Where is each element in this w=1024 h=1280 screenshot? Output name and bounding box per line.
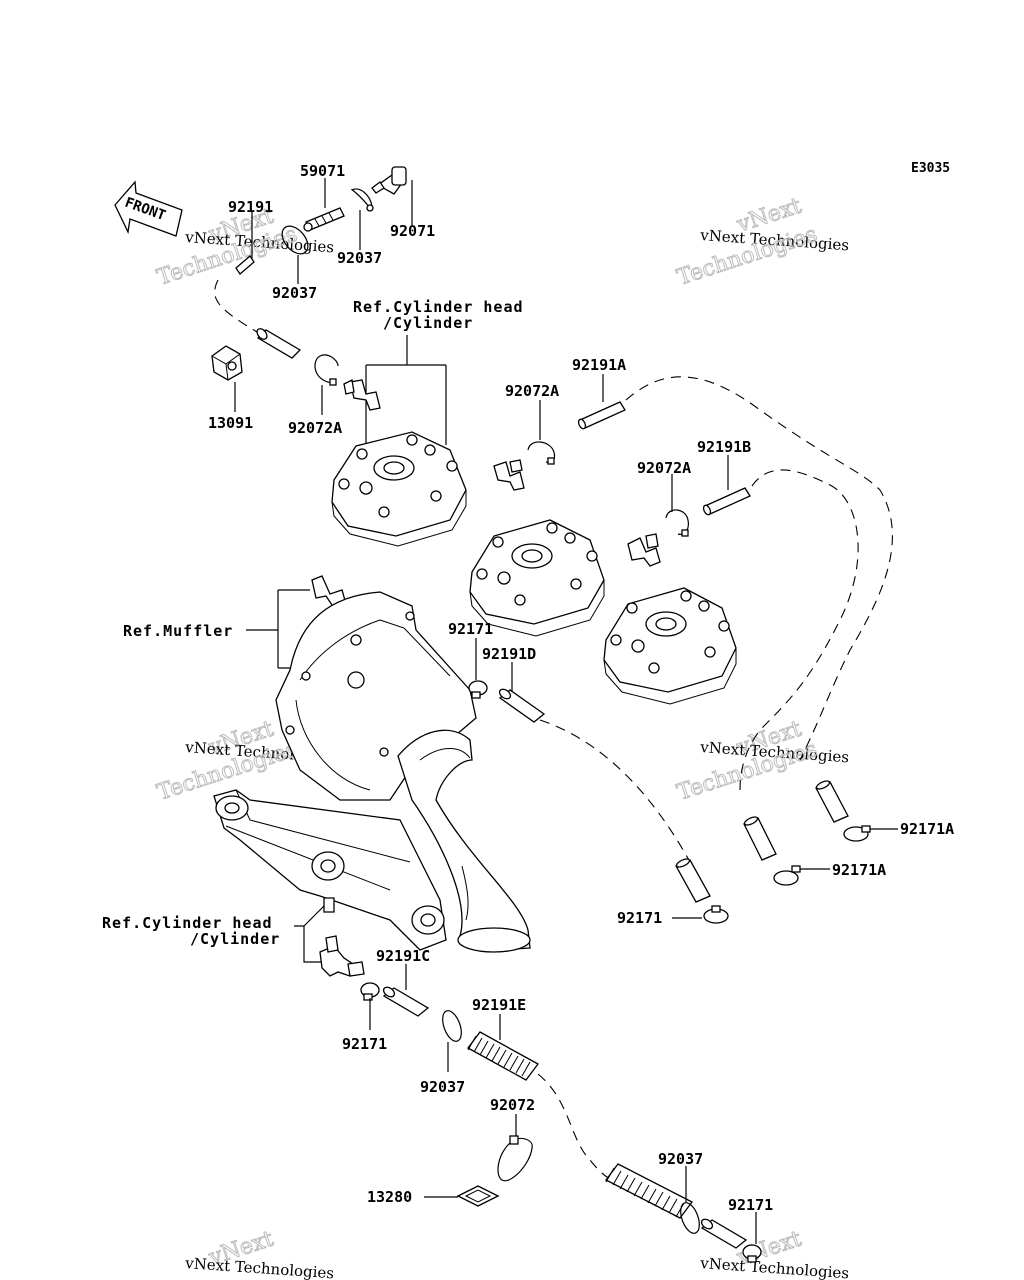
clamp-92171-center	[468, 680, 488, 699]
hose-segment-bottom-right	[700, 1218, 748, 1249]
fitting-92071	[371, 166, 407, 195]
clip-92037-bottom-a	[442, 1010, 462, 1042]
label-92171-c: 92171	[342, 1035, 387, 1053]
mount-13280	[456, 1185, 500, 1207]
watermark-bottom-left: vNext vNext Technologies	[184, 1226, 335, 1280]
label-92171-a: 92171	[448, 620, 493, 638]
exhaust-manifold	[213, 789, 447, 951]
rubber-block-13091	[211, 345, 243, 381]
clamp-92171A-upper	[843, 825, 871, 842]
hose-92191B	[702, 487, 751, 516]
clamp-92171-bottom-right	[742, 1244, 762, 1263]
label-92171-b: 92171	[617, 909, 662, 927]
watermark-top-right: vNext vNext Technologies Technologies	[674, 193, 850, 291]
hose-92191A	[577, 401, 626, 430]
label-92037-a: 92037	[337, 249, 382, 267]
label-92191C: 92191C	[376, 947, 430, 965]
clip-92072A-center	[527, 441, 556, 465]
hose-segment-right-b	[815, 780, 849, 823]
label-92171A-a: 92171A	[900, 820, 954, 838]
clamp-92171-bottom	[360, 982, 380, 1001]
label-92037-b: 92037	[272, 284, 317, 302]
strap-92072	[497, 1135, 533, 1182]
label-92071: 92071	[390, 222, 435, 240]
label-92037-c: 92037	[420, 1078, 465, 1096]
label-13091: 13091	[208, 414, 253, 432]
hose-92191D	[498, 688, 546, 723]
clip-92037-top-right	[351, 188, 374, 212]
label-92171A-b: 92171A	[832, 861, 886, 879]
ref-cylinder-head-bottom-1: Ref.Cylinder head	[102, 914, 273, 932]
hose-92191	[235, 255, 255, 275]
ref-cylinder-head-top-1: Ref.Cylinder head	[353, 298, 524, 316]
ref-cylinder-head-top-2: /Cylinder	[383, 314, 473, 332]
svg-text:vNext Technologies: vNext Technologies	[184, 1254, 335, 1280]
label-59071: 59071	[300, 162, 345, 180]
cylinder-head-3	[603, 587, 737, 705]
elbow-fitting-1	[343, 379, 381, 411]
clip-92037-bottom-b	[680, 1202, 700, 1234]
muffler-body	[275, 575, 531, 953]
t-fitting	[319, 935, 365, 977]
hose-corrugated-lower	[605, 1163, 693, 1219]
clip-92072A-left	[314, 354, 339, 386]
elbow-fitting-3	[627, 533, 661, 567]
diagram-code: E3035	[911, 161, 950, 176]
ref-muffler: Ref.Muffler	[123, 622, 233, 640]
ref-cylinder-head-bottom-2: /Cylinder	[190, 930, 280, 948]
label-92191A: 92191A	[572, 356, 626, 374]
hose-92191E	[467, 1031, 539, 1081]
label-92171-d: 92171	[728, 1196, 773, 1214]
hose-segment-right-a	[743, 816, 777, 861]
cylinder-head-2	[469, 519, 605, 637]
label-13280: 13280	[367, 1188, 412, 1206]
cylinder-head-1	[331, 431, 467, 547]
clamp-92171A-lower	[773, 865, 801, 886]
label-92072A-b: 92072A	[505, 382, 559, 400]
label-92072A-c: 92072A	[637, 459, 691, 477]
label-92072: 92072	[490, 1096, 535, 1114]
label-92191B: 92191B	[697, 438, 751, 456]
hose-92191C	[382, 986, 430, 1017]
label-92072A-a: 92072A	[288, 419, 342, 437]
clip-92037-top-left	[281, 225, 309, 255]
label-92191: 92191	[228, 198, 273, 216]
hose-segment-lower-center	[675, 858, 711, 903]
label-92037-d: 92037	[658, 1150, 703, 1168]
clip-92072A-right	[665, 509, 689, 537]
label-92191D: 92191D	[482, 645, 536, 663]
pin-59071	[303, 207, 345, 232]
clamp-92171-right	[703, 905, 729, 924]
elbow-fitting-2	[493, 459, 525, 491]
label-92191E: 92191E	[472, 996, 526, 1014]
front-arrow-icon: FRONT	[114, 180, 183, 237]
hose-segment-left	[256, 328, 302, 359]
